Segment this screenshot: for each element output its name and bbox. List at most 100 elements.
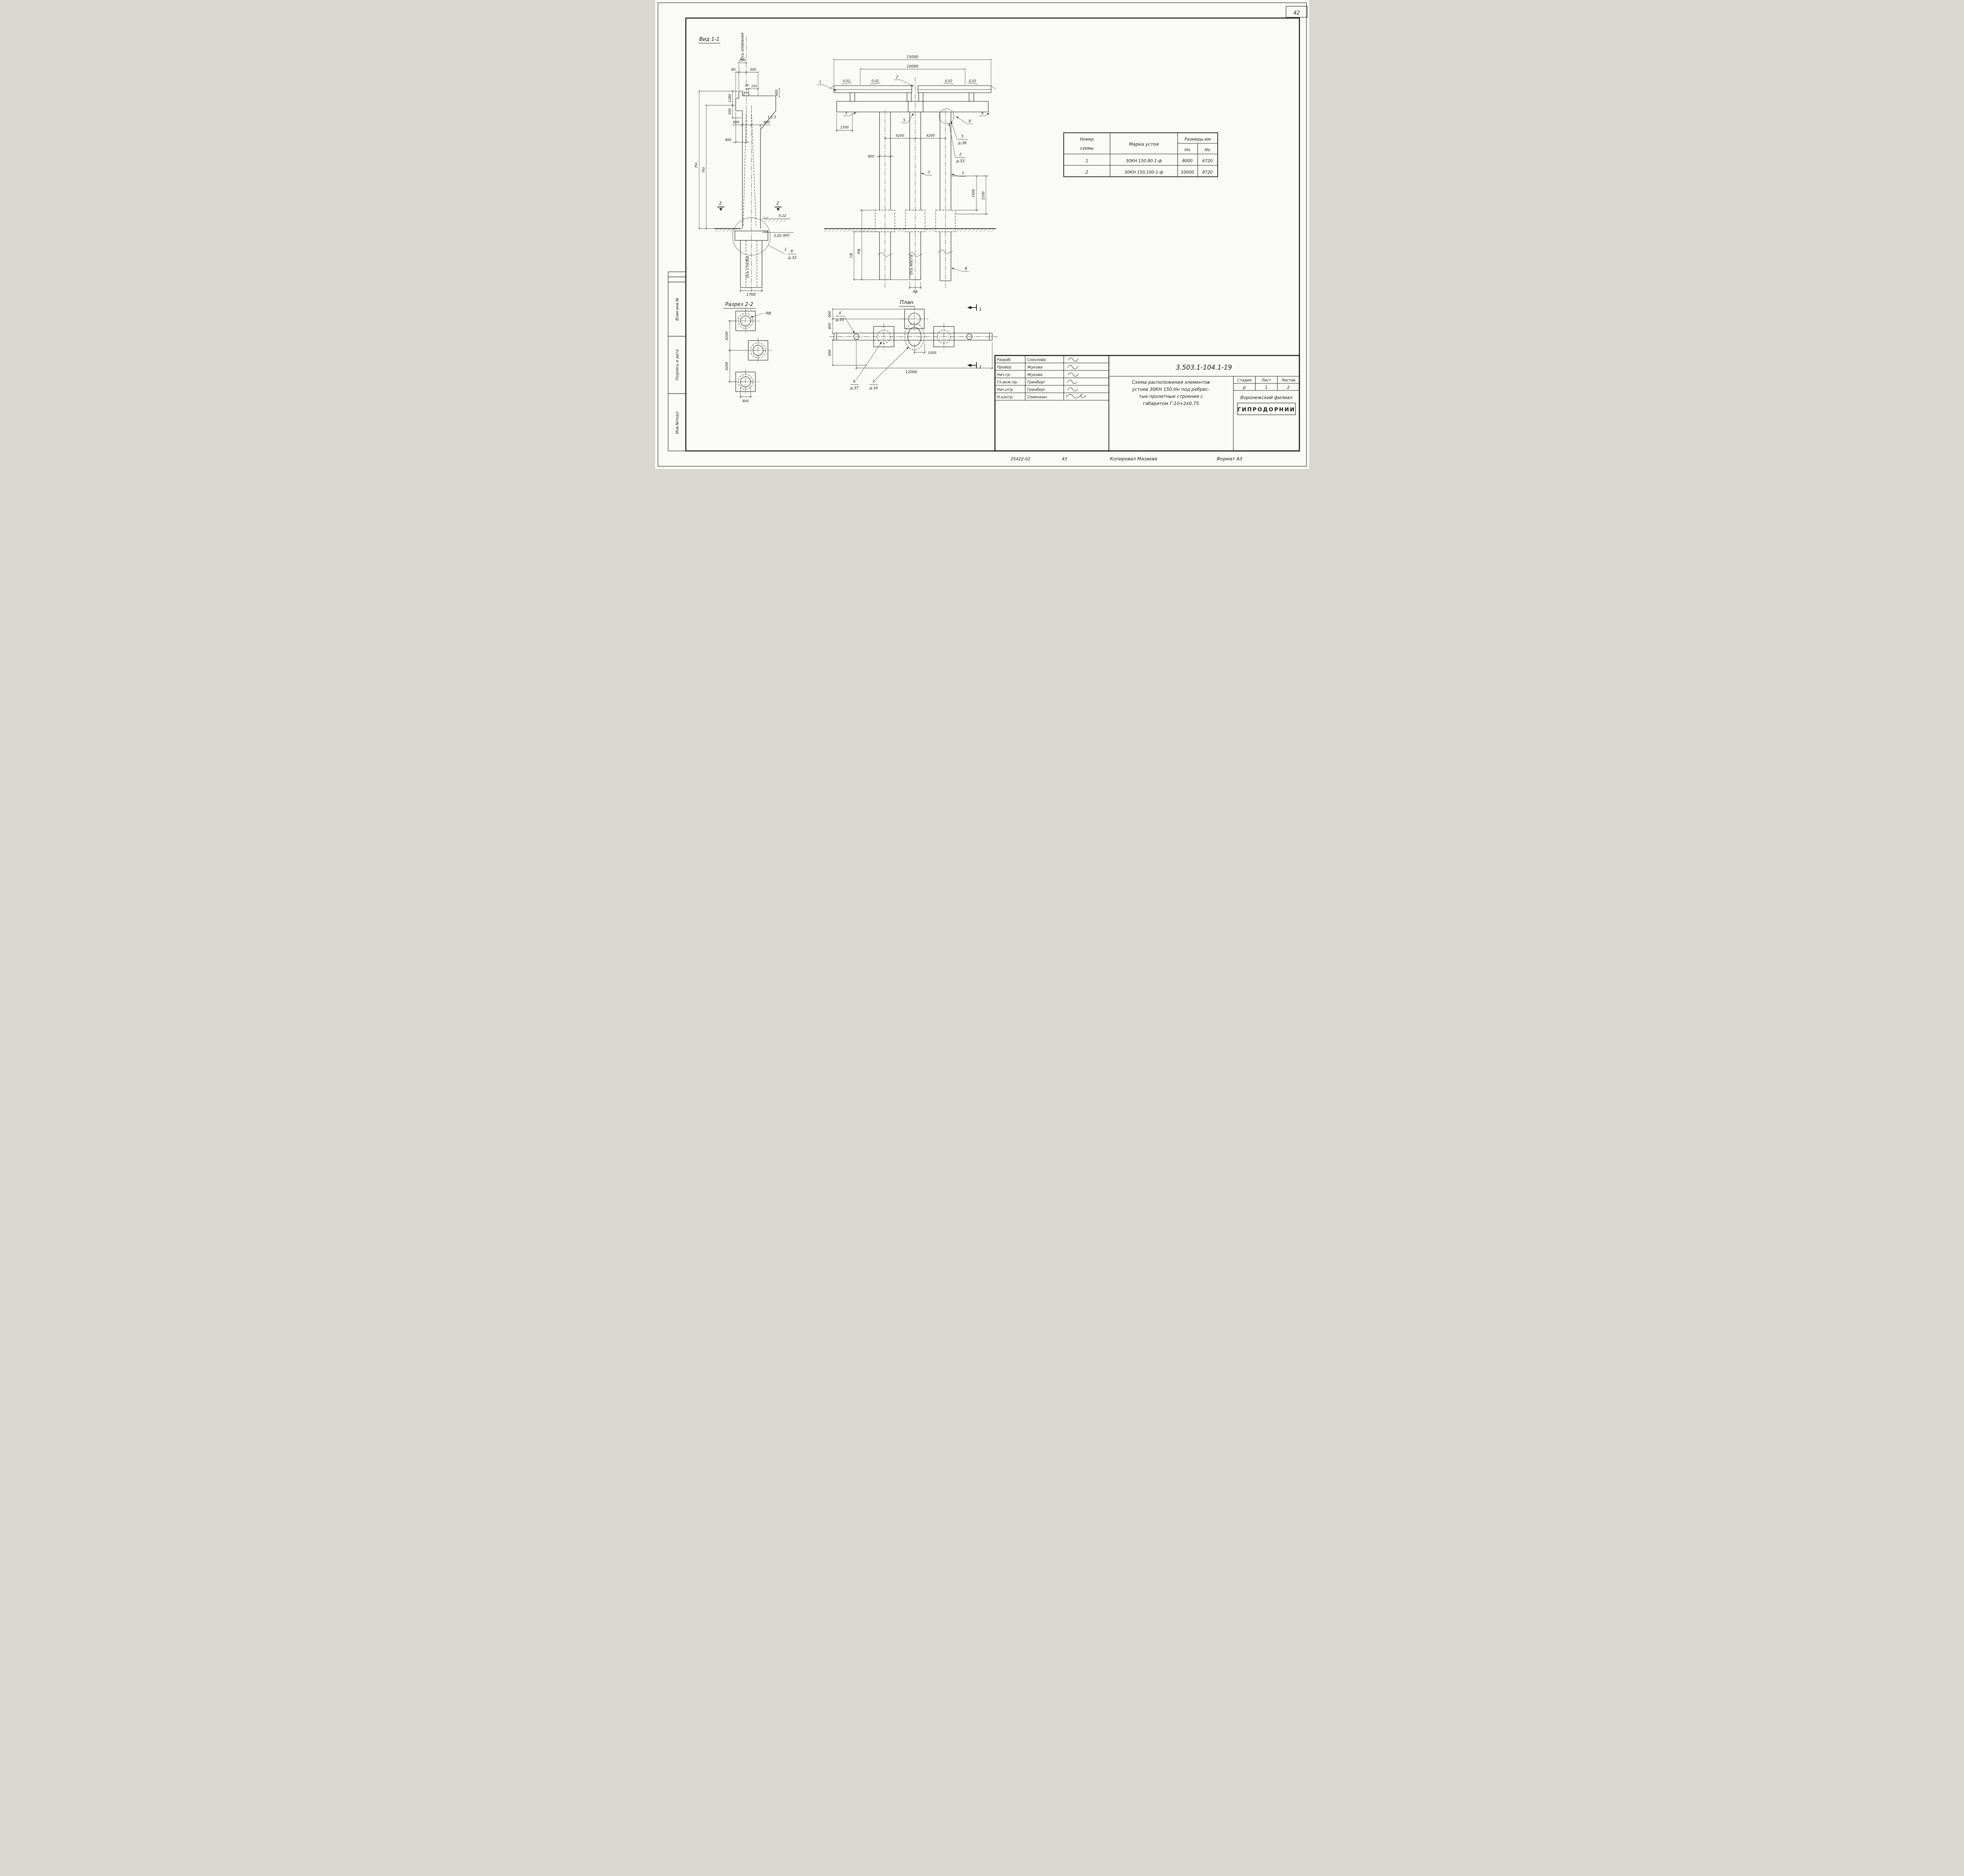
column-axis-label: Ось столба xyxy=(746,256,750,278)
dim-ho: Но xyxy=(702,167,706,172)
dim-600-p2: 600 xyxy=(828,323,832,329)
stamp-sheet-number: 43 xyxy=(1062,457,1067,462)
page-number: 42 xyxy=(1293,10,1300,16)
dim-800: 800 xyxy=(725,138,731,142)
slope-1-15: 1:1,5 xyxy=(768,115,776,119)
callout-span-1: 1 xyxy=(819,80,821,84)
row1-hn: 8000 xyxy=(1182,159,1193,163)
page-number-box: 42 xyxy=(1285,6,1308,18)
table-header-mark: Марка устоя xyxy=(1129,141,1159,147)
dim-400: 400 xyxy=(775,90,779,96)
bridge-axis-label: Ось моста xyxy=(909,255,914,275)
role-razrab: Разраб. xyxy=(997,358,1011,362)
slope-002-3: 0,02 xyxy=(945,79,952,83)
dim-600-right: 600 xyxy=(763,121,769,125)
sidebar-label-podpis: Подпись и дата xyxy=(675,349,680,380)
signatures xyxy=(1066,357,1086,398)
name-sokolova: Соколова xyxy=(1027,358,1046,362)
dim-1700: 1700 xyxy=(746,293,755,297)
row1-num: 1 xyxy=(1085,159,1088,163)
sheet-label: Лист xyxy=(1261,378,1271,383)
dim-600-p3: 600 xyxy=(828,350,832,356)
main-elevation: 0,02 0,02 0,02 0,02 15000 10000 1500 420… xyxy=(817,55,996,295)
format-label: Формат А3 xyxy=(1217,456,1242,462)
dim-600-left: 600 xyxy=(733,121,739,125)
dim-df-section: dф xyxy=(765,311,771,315)
bottom-stamp: 25422-02 43 Копировал Мазаева Формат А3 xyxy=(1010,456,1242,462)
role-nachgr: Нач.гр. xyxy=(997,373,1011,377)
org-branch: Воронежский филиал xyxy=(1240,395,1292,400)
frac-5-det: д.36 xyxy=(958,141,967,145)
name-grinberg-1: Гринберг xyxy=(1027,380,1046,385)
dim-500: 500 xyxy=(728,108,732,115)
callout-pos-b: б xyxy=(791,249,793,254)
frac-6-det: д.37 xyxy=(850,386,859,390)
blueprint-svg: 42 Взам.инв.№ Подпись и дата Инв.№подл. … xyxy=(657,2,1308,467)
view-1-1: Вид 1-1 Ось опирания Ось столба 0,22 0,0… xyxy=(694,33,797,297)
plan-view: План 600 600 600 1000 12000 4 д.35 6 д.3… xyxy=(828,300,998,390)
sheets-value: 2 xyxy=(1287,385,1290,390)
name-zhukova-2: Жукова xyxy=(1027,373,1042,377)
table-header-ho: Но xyxy=(1204,148,1210,152)
title-block: Разраб. Соколова Провер. Жукова Нач.гр. … xyxy=(994,355,1300,452)
doc-number: 3.503.1-104.1-19 xyxy=(1176,364,1232,371)
bearing-axis-label: Ось опирания xyxy=(740,33,745,60)
section-mark-2-left: 2 xyxy=(719,201,722,206)
frac-5-num: 5 xyxy=(961,134,963,139)
dim-1900: 1900 xyxy=(972,189,976,198)
sidebar-label-inv: Инв.№подл. xyxy=(675,410,680,434)
frac-4-num: 4 xyxy=(838,311,841,315)
frac-3-num: 3 xyxy=(872,379,874,384)
role-prover: Провер. xyxy=(997,365,1012,370)
dim-1280: 1280 xyxy=(728,94,732,103)
table-row: 1 30КН 150.80-1-ф 8000 6720 xyxy=(1085,159,1213,163)
dim-200: 200 xyxy=(739,59,745,62)
name-grinberg-2: Гринберг xyxy=(1027,388,1046,392)
frac-4-det: д.35 xyxy=(835,318,844,322)
dim-lf: Lф xyxy=(849,253,853,258)
section-2-2: Разрез 2-2 4200 4200 800 dф xyxy=(723,302,772,403)
doc-desc-line1: Схема расположения элементов xyxy=(1132,379,1210,385)
view-1-1-title: Вид 1-1 xyxy=(699,37,720,42)
level-022: 0,22 xyxy=(779,214,786,218)
dim-80: 80 xyxy=(731,68,735,72)
dim-10000: 10000 xyxy=(906,64,918,69)
name-semenkin: Семенкин xyxy=(1027,395,1047,399)
dim-4200-s1: 4200 xyxy=(725,332,729,340)
dim-800-shaft: 800 xyxy=(742,399,748,403)
dim-250: 250 xyxy=(751,84,757,88)
row1-ho: 6720 xyxy=(1202,159,1213,163)
name-zhukova-1: Жукова xyxy=(1027,365,1042,370)
dim-600-p1: 600 xyxy=(828,311,832,317)
dim-hn: Нн xyxy=(694,162,698,167)
section-mark-1-top: 1 xyxy=(979,307,982,312)
section-2-2-title: Разрез 2-2 xyxy=(725,302,753,308)
copied-by: Копировал Мазаева xyxy=(1110,456,1157,462)
table-header-number-2: схемы xyxy=(1080,146,1094,151)
callout-det-32: д.32 xyxy=(788,256,797,260)
doc-desc-line4: габаритом Г-10+2x0,75 xyxy=(1143,401,1199,406)
callout-6: 6 xyxy=(968,119,971,123)
role-nkontr: Н.контр. xyxy=(997,395,1014,399)
frac-2-det: д.33 xyxy=(956,159,965,163)
table-header-sizes: Размеры,мм xyxy=(1184,137,1211,142)
slope-002-2: 0,02 xyxy=(871,79,879,83)
row2-hn: 10000 xyxy=(1181,170,1194,175)
sheet-border xyxy=(657,2,1307,467)
dim-15000: 15000 xyxy=(906,55,918,59)
order-number: 25422-02 xyxy=(1010,457,1030,462)
row2-mark: 30КН 150,100-1-ф xyxy=(1124,170,1163,175)
table-row: 2 30КН 150,100-1-ф 10000 8720 xyxy=(1085,170,1213,175)
level-000-lrp: 0,00 ЛРП xyxy=(774,234,790,238)
abutment-table: Номер схемы Марка устоя Размеры,мм Нн Но… xyxy=(1063,132,1218,177)
section-mark-2-right: 2 xyxy=(776,201,779,206)
frac-6-num: 6 xyxy=(853,379,855,384)
slope-002-4: 0,02 xyxy=(969,79,976,83)
dim-350: 350 xyxy=(749,68,756,72)
sheet-value: 1 xyxy=(1265,385,1268,390)
row1-mark: 30КН 150.80-1-ф xyxy=(1125,159,1162,163)
drawing-sheet: 42 Взам.инв.№ Подпись и дата Инв.№подл. … xyxy=(655,0,1309,469)
dim-df: dф xyxy=(912,290,918,294)
plan-title: План xyxy=(900,300,913,306)
callout-7-a: 7 xyxy=(927,170,930,175)
